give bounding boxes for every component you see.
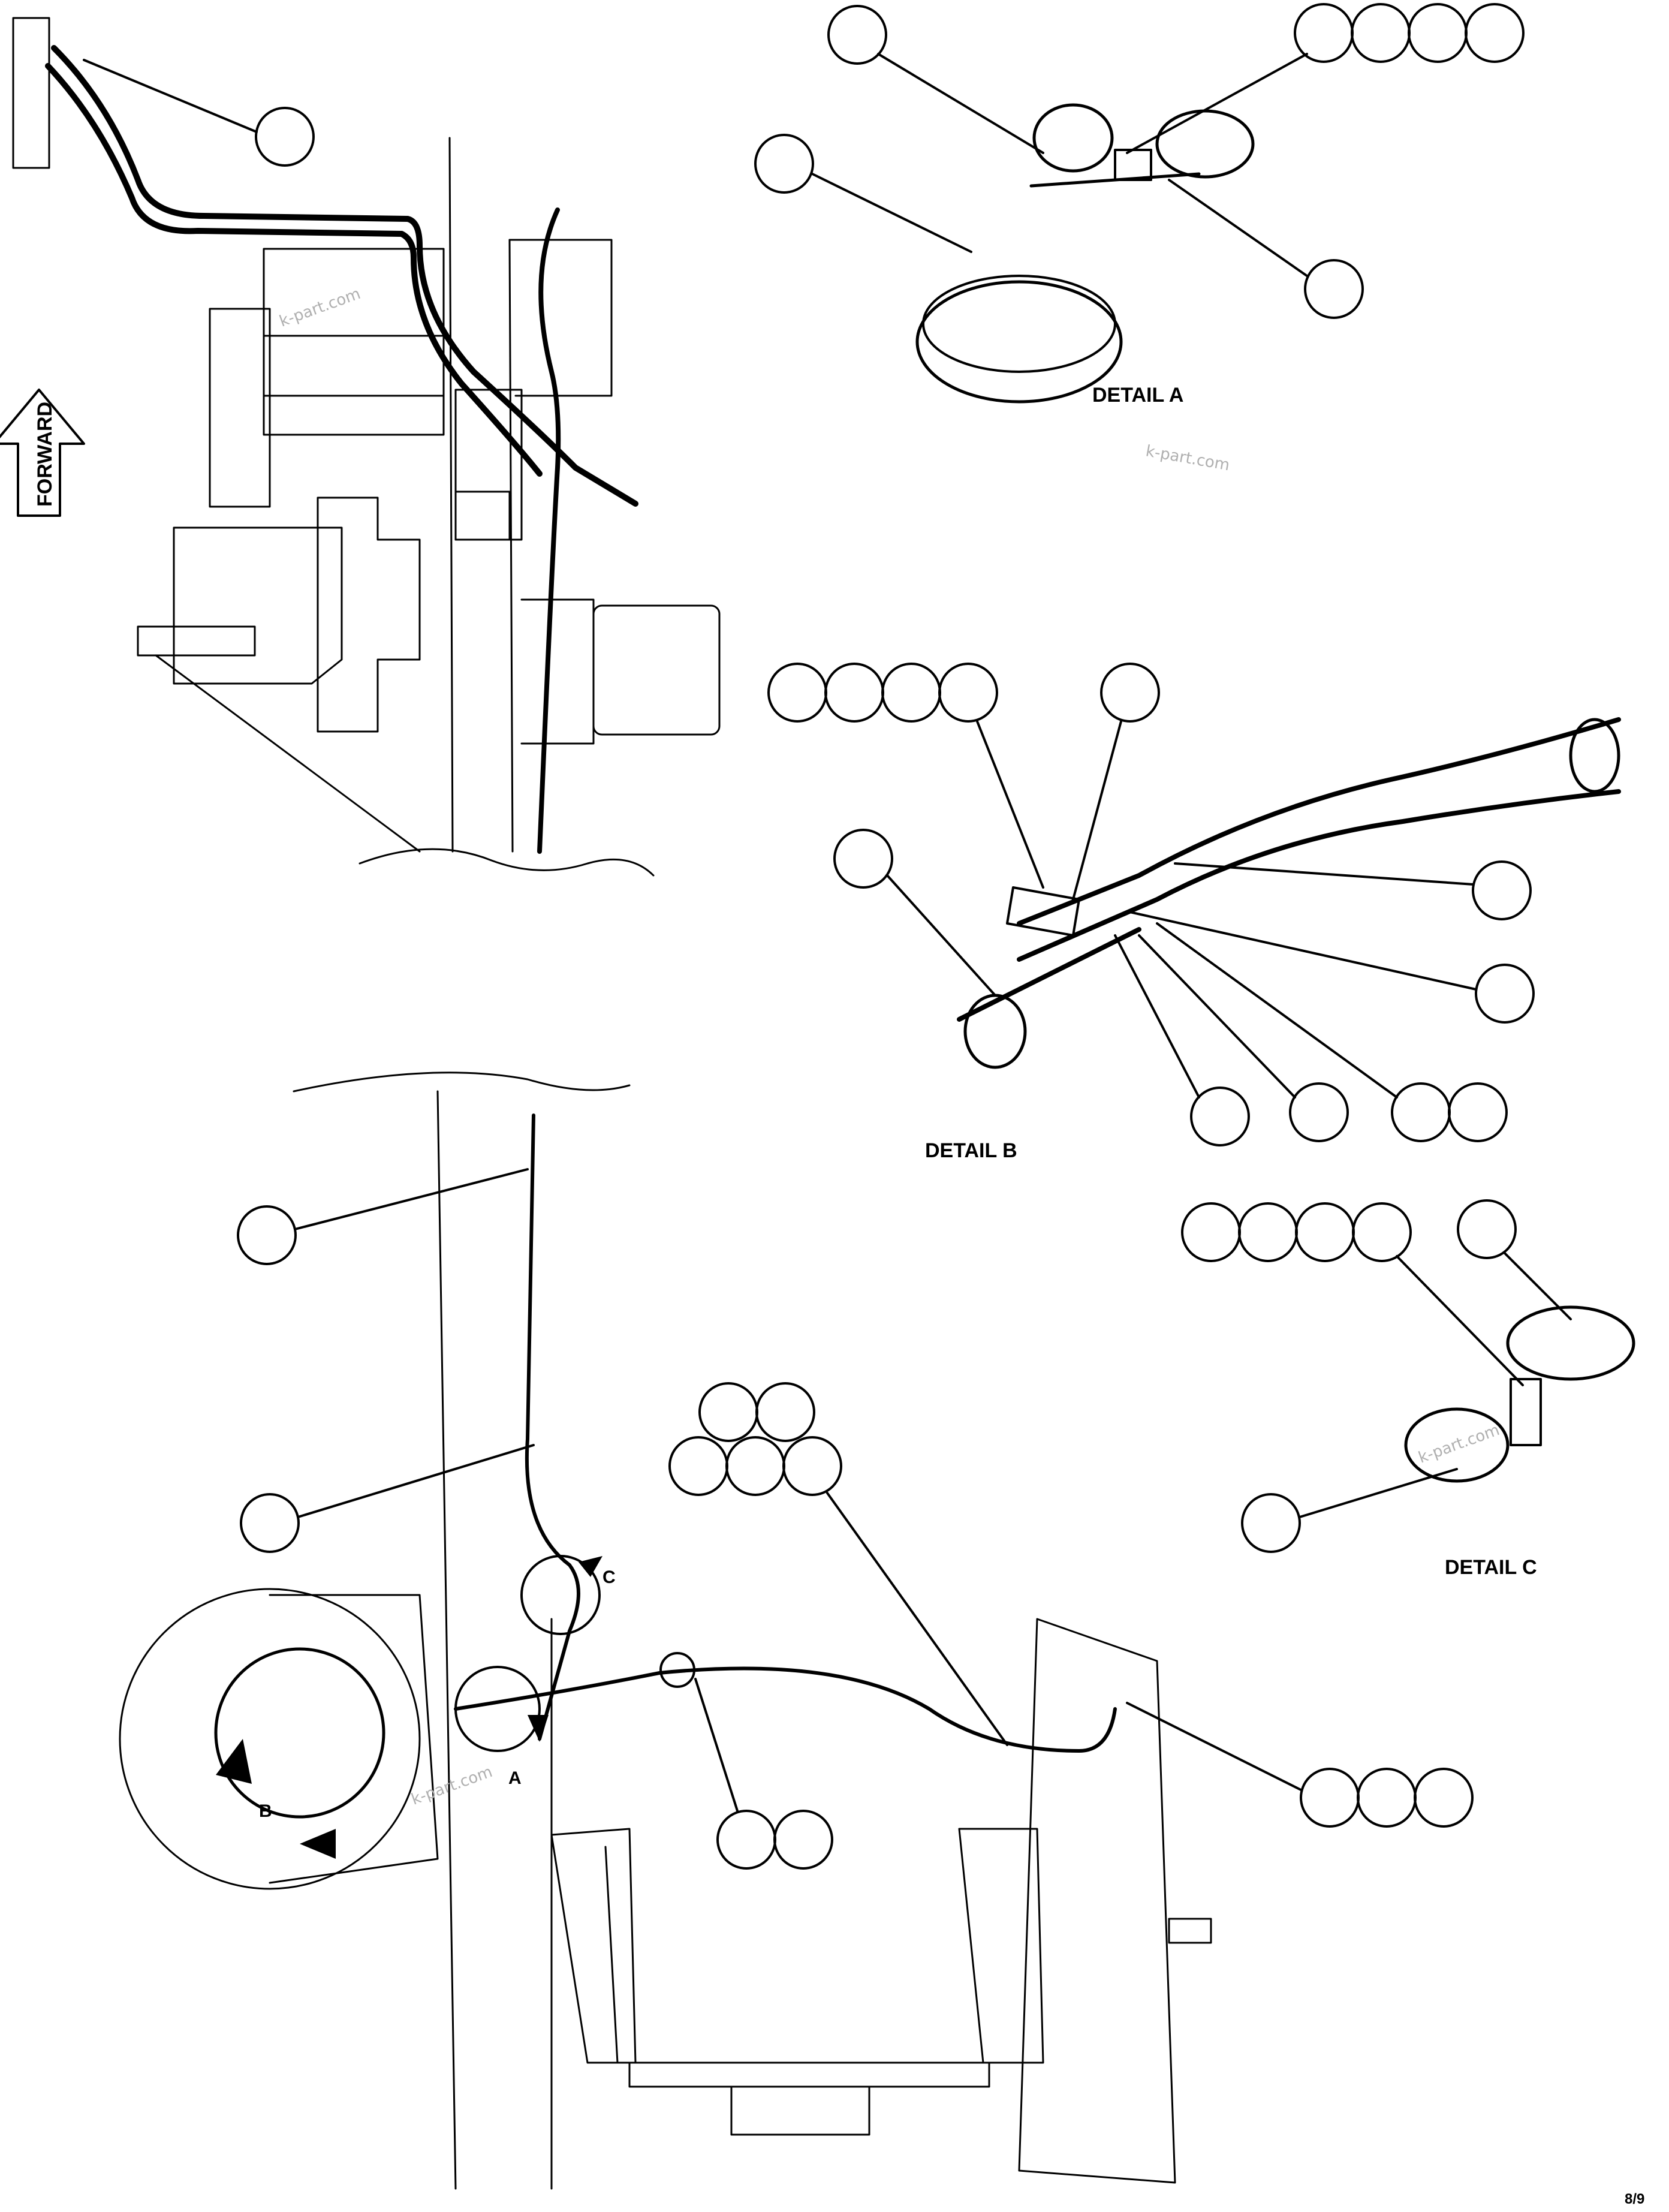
detail-a-clamp <box>915 103 1255 404</box>
watermark-text: k-part.com <box>1144 442 1231 474</box>
callout-balloon <box>827 5 887 65</box>
callout-balloon <box>725 1436 785 1496</box>
callout-balloons <box>83 3 1572 1870</box>
detail-c-label: DETAIL C <box>1445 1556 1537 1579</box>
callout-balloon <box>1181 1202 1241 1262</box>
callout-balloon <box>255 107 315 167</box>
callout-balloon <box>938 663 998 723</box>
view-b-arrow-icon <box>216 1739 252 1784</box>
circle-view-c <box>520 1555 601 1635</box>
callout-balloon <box>755 1382 815 1442</box>
view-b-label: B <box>259 1801 272 1821</box>
sensor-housing <box>454 490 511 541</box>
callout-balloon <box>1391 1082 1451 1142</box>
callout-balloon <box>833 829 893 889</box>
callout-balloon <box>1300 1768 1360 1828</box>
circle-view-b <box>214 1647 385 1819</box>
callout-balloon <box>1241 1493 1301 1553</box>
callout-balloon <box>767 663 827 723</box>
callout-balloon <box>1100 663 1160 723</box>
detail-b-label: DETAIL B <box>925 1139 1017 1162</box>
callout-balloon <box>1408 3 1468 63</box>
forward-arrow-icon <box>0 389 85 517</box>
view-a-arrow-icon <box>528 1715 549 1742</box>
callout-balloon <box>782 1436 842 1496</box>
view-b-arrow-icon <box>300 1829 336 1859</box>
page-code: 8/9 <box>1625 2191 1644 2207</box>
valve-block <box>12 17 50 169</box>
callout-balloon <box>1357 1768 1417 1828</box>
clamp-c-bolt <box>1510 1378 1542 1446</box>
lower-frame-view <box>119 1072 1212 2190</box>
callout-balloon <box>1238 1202 1298 1262</box>
base-bracket <box>137 625 256 657</box>
callout-balloon <box>1190 1087 1250 1146</box>
callout-balloon <box>1304 259 1364 319</box>
callout-balloon <box>773 1810 833 1870</box>
callout-balloon <box>1475 964 1535 1024</box>
upper-frame-view <box>12 17 721 877</box>
watermark-text: k-part.com <box>277 285 363 331</box>
callout-balloon <box>1414 1768 1474 1828</box>
callout-balloon <box>237 1205 297 1265</box>
mounting-plate <box>173 526 343 685</box>
callout-balloon <box>1465 3 1525 63</box>
view-c-arrow-icon <box>579 1556 602 1577</box>
elbow-fitting <box>963 994 1027 1069</box>
forward-label: FORWARD <box>34 402 56 507</box>
right-bracket-plate <box>592 604 721 736</box>
callout-balloon <box>1352 1202 1412 1262</box>
detail-a-label: DETAIL A <box>1092 384 1183 407</box>
callout-balloon <box>1351 3 1411 63</box>
callout-balloon <box>881 663 941 723</box>
view-a-label: A <box>508 1768 522 1788</box>
callout-balloon <box>754 134 814 194</box>
cooler-block <box>263 248 445 436</box>
clamp-bolt <box>1114 149 1152 181</box>
detail-c-clamp <box>1404 1305 1635 1483</box>
callout-balloon <box>1457 1199 1517 1259</box>
callout-balloon <box>240 1493 300 1553</box>
callout-balloon <box>698 1382 758 1442</box>
callout-balloon <box>1448 1082 1508 1142</box>
callout-balloon <box>1289 1082 1349 1142</box>
round-housing <box>119 1588 421 1890</box>
circle-view-a <box>454 1666 541 1752</box>
callout-balloon <box>824 663 884 723</box>
callout-balloon <box>1472 860 1532 920</box>
detail-b-fittings <box>957 717 1621 1069</box>
watermark-text: k-part.com <box>1416 1421 1502 1467</box>
callout-balloon <box>668 1436 728 1496</box>
view-c-label: C <box>602 1567 616 1587</box>
callout-balloon <box>1295 1202 1355 1262</box>
watermark-text: k-part.com <box>409 1763 495 1809</box>
callout-balloon <box>1294 3 1354 63</box>
callout-balloon <box>716 1810 776 1870</box>
